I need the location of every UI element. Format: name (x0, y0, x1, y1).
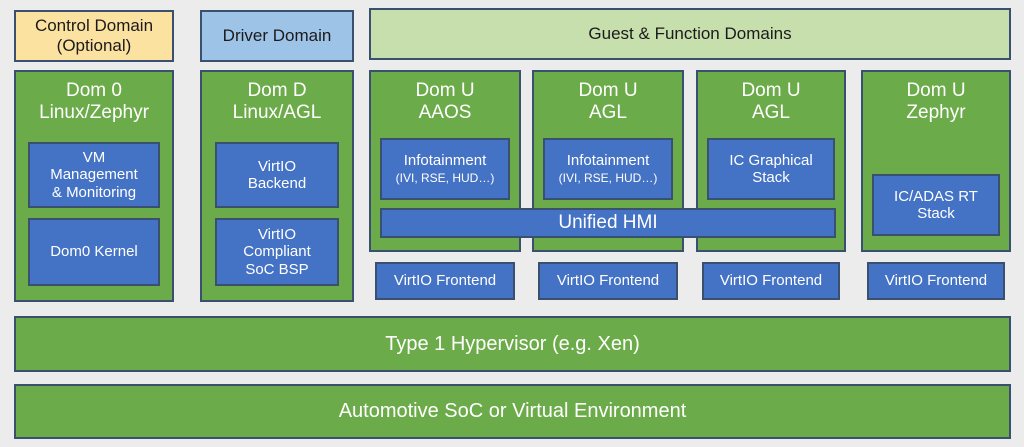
component-dom0-kernel-label: Dom0 Kernel (50, 243, 138, 261)
domain-domu-zephyr-title: Dom U Zephyr (906, 80, 966, 123)
component-virtio-compliant-soc-bsp-label: VirtIO Compliant SoC BSP (243, 226, 311, 278)
component-infotainment-agl-label: Infotainment (566, 152, 650, 170)
domain-domu-aaos-title: Dom U AAOS (415, 80, 475, 123)
header-guest-function-domains-label: Guest & Function Domains (588, 24, 792, 44)
component-virtio-frontend-4-label: VirtIO Frontend (884, 272, 988, 290)
component-virtio-frontend-4: VirtIO Frontend (867, 262, 1005, 300)
component-vm-management-label: VM Management & Monitoring (50, 149, 138, 201)
component-virtio-frontend-1: VirtIO Frontend (375, 262, 515, 300)
layer-hypervisor-label: Type 1 Hypervisor (e.g. Xen) (385, 332, 640, 355)
component-dom0-kernel: Dom0 Kernel (28, 218, 160, 286)
component-unified-hmi-label: Unified HMI (558, 212, 658, 234)
component-ic-adas-rt-stack: IC/ADAS RT Stack (872, 174, 1000, 236)
component-ic-graphical-stack: IC Graphical Stack (707, 138, 835, 200)
header-control-domain: Control Domain (Optional) (14, 10, 174, 62)
component-infotainment-agl-sublabel: (IVI, RSE, HUD…) (558, 170, 658, 185)
layer-hypervisor: Type 1 Hypervisor (e.g. Xen) (14, 316, 1011, 372)
domain-domu-agl-1-title: Dom U AGL (578, 80, 638, 123)
header-driver-domain: Driver Domain (200, 10, 354, 62)
domain-domd-title: Dom D Linux/AGL (232, 80, 322, 123)
header-control-domain-label: Control Domain (Optional) (34, 16, 154, 55)
layer-soc: Automotive SoC or Virtual Environment (14, 384, 1011, 439)
component-unified-hmi: Unified HMI (380, 208, 836, 238)
component-virtio-frontend-3: VirtIO Frontend (702, 262, 840, 300)
layer-soc-label: Automotive SoC or Virtual Environment (338, 400, 687, 422)
component-virtio-frontend-3-label: VirtIO Frontend (719, 272, 823, 290)
component-infotainment-aaos-sublabel: (IVI, RSE, HUD…) (395, 170, 495, 185)
domain-dom0-title: Dom 0 Linux/Zephyr (39, 80, 149, 123)
component-ic-adas-rt-stack-label: IC/ADAS RT Stack (894, 187, 978, 222)
component-virtio-backend-label: VirtIO Backend (247, 157, 307, 192)
component-virtio-compliant-soc-bsp: VirtIO Compliant SoC BSP (215, 218, 339, 286)
component-infotainment-aaos: Infotainment (IVI, RSE, HUD…) (380, 138, 510, 200)
header-driver-domain-label: Driver Domain (222, 26, 332, 46)
component-virtio-backend: VirtIO Backend (215, 142, 339, 208)
component-infotainment-agl: Infotainment (IVI, RSE, HUD…) (543, 138, 673, 200)
component-ic-graphical-stack-label: IC Graphical Stack (729, 151, 813, 186)
component-vm-management: VM Management & Monitoring (28, 142, 160, 208)
component-infotainment-aaos-label: Infotainment (403, 152, 487, 170)
header-guest-function-domains: Guest & Function Domains (369, 8, 1011, 60)
domain-domu-agl-2-title: Dom U AGL (741, 80, 801, 123)
component-virtio-frontend-1-label: VirtIO Frontend (393, 272, 497, 290)
component-virtio-frontend-2: VirtIO Frontend (538, 262, 678, 300)
component-virtio-frontend-2-label: VirtIO Frontend (556, 272, 660, 290)
